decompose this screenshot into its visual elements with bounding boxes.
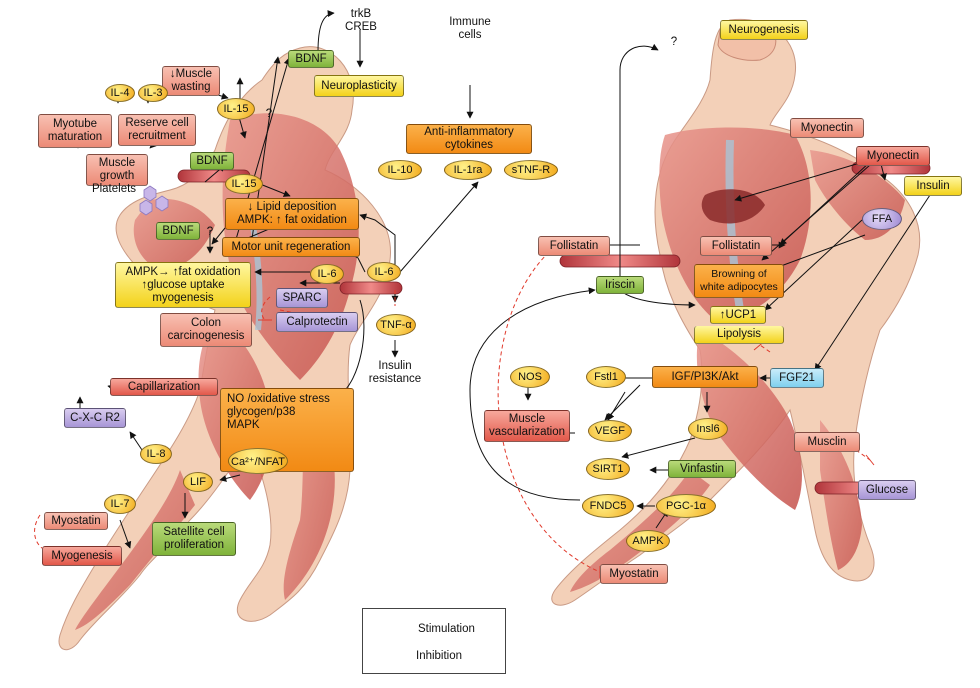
vegf-oval: VEGF [588,420,632,442]
myostatin-right-box: Myostatin [600,564,668,584]
colon-carcinogenesis-box: Colon carcinogenesis [160,313,252,347]
ampk-oval: AMPK [626,530,670,552]
stnfr-oval: sTNF-R [504,160,558,180]
neurogenesis-box: Neurogenesis [720,20,808,40]
anti-inflammatory-box: Anti-inflammatory cytokines [406,124,532,154]
insulin-box: Insulin [904,176,962,196]
tnf-alpha-oval: TNF-α [376,314,416,336]
myonectin-upper-box: Myonectin [790,118,864,138]
platelets-icon [139,185,169,216]
vessel-left-il6 [339,281,403,295]
reserve-cell-box: Reserve cell recruitment [118,114,196,146]
nos-oval: NOS [510,366,550,388]
follistatin-left-box: Follistatin [538,236,610,256]
question-mark-3: ? [670,36,678,48]
il4-oval: IL-4 [105,84,135,102]
irisin-box: Iriscin [596,276,644,294]
musclin-box: Musclin [794,432,860,452]
vinfastin-box: Vinfastin [668,460,736,478]
legend-inhibition-label: Inhibition [416,650,463,662]
legend-stimulation-label: Stimulation [418,623,475,635]
lif-oval: LIF [183,472,213,492]
ucp1-box: ↑UCP1 [710,306,766,324]
motor-unit-box: Motor unit regeneration [222,237,360,257]
satellite-cell-box: Satellite cell proliferation [152,522,236,556]
muscle-growth-box: Muscle growth [86,154,148,186]
bdnf-mid-box: BDNF [190,152,234,170]
il6-right-oval: IL-6 [367,262,401,282]
question-mark-1: ? [265,108,273,120]
browning-box: Browning of white adipocytes [694,264,784,298]
lipolysis-box: Lipolysis [694,326,784,344]
follistatin-right-box: Follistatin [700,236,772,256]
muscle-wasting-box: ↓Muscle wasting [162,66,220,96]
question-mark-2: ? [206,226,214,238]
il15-lower-oval: IL-15 [225,174,263,194]
capillarization-box: Capillarization [110,378,218,396]
right-figure-liver [701,189,765,224]
ca-nfat-oval: Ca²⁺/NFAT [228,448,288,474]
bdnf-top-box: BDNF [288,50,334,68]
insulin-resistance-label: Insulin resistance [368,360,422,385]
stimulation-arrows [74,10,931,549]
myonectin-lower-box: Myonectin [856,146,930,166]
calprotectin-box: Calprotectin [276,312,358,332]
immune-cells-label: Immune cells [449,16,491,41]
il7-oval: IL-7 [104,494,136,514]
il15-upper-oval: IL-15 [217,98,255,120]
glucose-box: Glucose [858,480,916,500]
fndc5-oval: FNDC5 [582,494,634,518]
platelets-label: Platelets [91,183,137,195]
myotube-maturation-box: Myotube maturation [38,114,112,148]
cxcr2-box: C-X-C R2 [64,408,126,428]
pgc1a-oval: PGC-1α [656,494,716,518]
trkb-creb-label: trkB CREB [345,8,377,33]
fgf21-box: FGF21 [770,368,824,388]
sirt1-oval: SIRT1 [586,458,630,480]
right-figure-muscle-shin [820,420,862,570]
legend-box [362,608,506,674]
igf-pi3k-akt-box: IGF/PI3K/Akt [652,366,758,388]
muscle-vascularization-box: Muscle vascularization [484,410,570,442]
lipid-deposition-box: ↓ Lipid deposition AMPK: ↑ fat oxidation [225,198,359,230]
il3-oval: IL-3 [138,84,168,102]
fstl1-oval: Fstl1 [586,366,626,388]
il10-oval: IL-10 [378,160,422,180]
insl6-oval: Insl6 [688,418,728,440]
myogenesis-box: Myogenesis [42,546,122,566]
il8-oval: IL-8 [140,444,172,464]
myostatin-left-box: Myostatin [44,512,108,530]
left-figure-muscle-leg [75,470,195,630]
ffa-oval: FFA [862,208,902,230]
sparc-box: SPARC [276,288,328,308]
no-oxidative-stress-box: NO /oxidative stress glycogen/p38 MAPK [220,388,354,472]
il1ra-oval: IL-1ra [444,160,492,180]
ampk-fat-oxidation-box: AMPK→ ↑fat oxidation ↑glucose uptake myo… [115,262,251,308]
il6-left-oval: IL-6 [310,264,344,284]
bdnf-low-box: BDNF [156,222,200,240]
neuroplasticity-box: Neuroplasticity [314,75,404,97]
